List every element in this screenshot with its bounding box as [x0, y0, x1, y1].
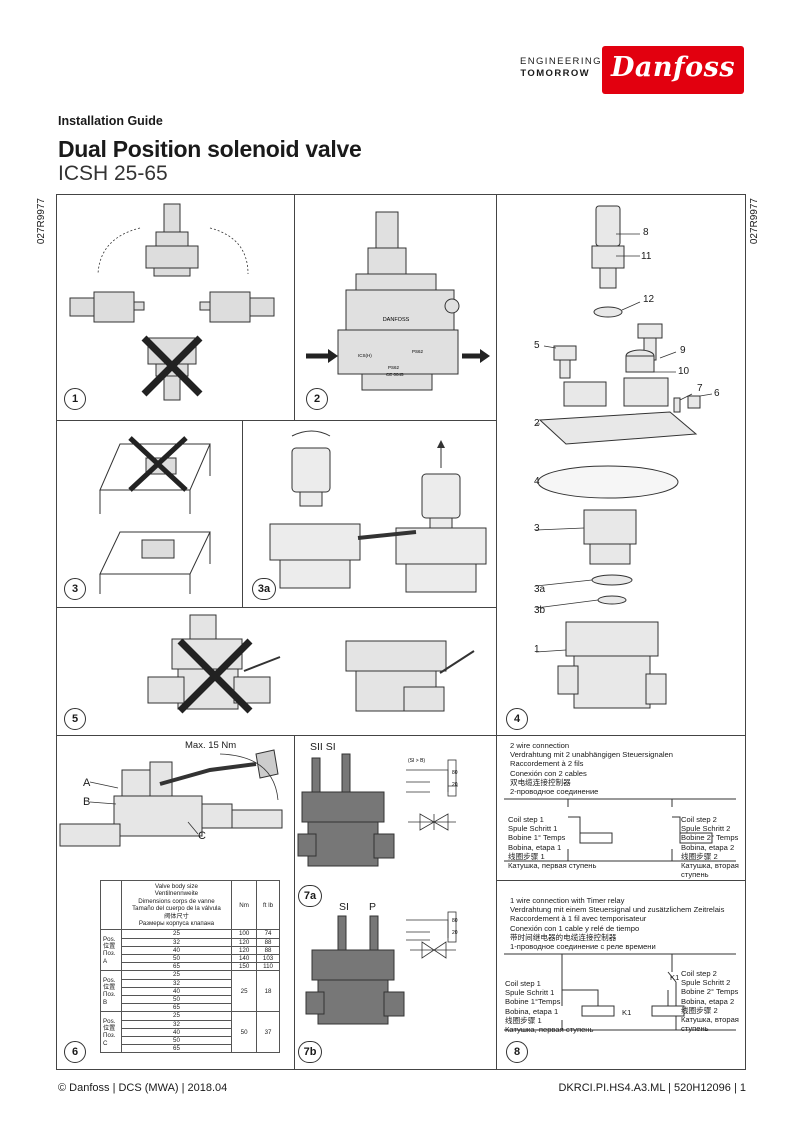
- figure-frame: [56, 194, 746, 1070]
- danfoss-logo: Danfoss: [602, 46, 744, 94]
- part-label: 8: [643, 227, 649, 238]
- flow-direction-illustration: DANFOSS ICS(H) PS62 PS62 CE 0045: [306, 211, 490, 391]
- ce-mark: CE 0045: [386, 372, 404, 377]
- symbol-value-b: 20: [452, 782, 458, 788]
- symbol-value-b2: 20: [452, 930, 458, 936]
- grid-line: [56, 420, 497, 421]
- tagline-line1: ENGINEERING: [520, 56, 602, 67]
- module-label-sii-si: SII SI: [310, 741, 336, 753]
- grid-line: [56, 607, 497, 608]
- panel-number-2: 2: [306, 388, 328, 410]
- part-label: 3b: [534, 605, 546, 616]
- port-mark-c: PS62: [388, 365, 400, 370]
- valve-bottom-illustration: 80 20: [305, 911, 458, 1025]
- part-label: 4: [534, 476, 540, 487]
- part-label: 7: [697, 383, 703, 394]
- top-cover-removal-illustration: [269, 430, 487, 593]
- grid-line: [242, 420, 243, 607]
- logo-text: Danfoss: [610, 52, 736, 83]
- torque-illustration: [59, 749, 283, 847]
- symbol-value-a2: 80: [452, 918, 458, 924]
- part-label: 9: [680, 345, 686, 356]
- part-label: 5: [534, 340, 540, 351]
- relay-label-inline: K1: [622, 1008, 632, 1017]
- relay-label: K1: [670, 973, 680, 982]
- grid-line: [496, 194, 497, 1070]
- footer-copyright: © Danfoss | DCS (MWA) | 2018.04: [58, 1082, 228, 1094]
- panel-number-7b: 7b: [298, 1041, 322, 1063]
- part-label: 10: [678, 366, 690, 377]
- orientation-illustration: [69, 203, 275, 401]
- mounting-surface-illustration: [99, 436, 211, 594]
- grid-line: [56, 735, 746, 736]
- point-label-a: A: [83, 777, 91, 789]
- part-label: 1: [534, 644, 540, 655]
- valve-brand-mark: DANFOSS: [383, 317, 410, 323]
- side-code-right: 027R9977: [749, 198, 760, 245]
- panel-number-8: 8: [506, 1041, 528, 1063]
- tagline-line2: TOMORROW: [520, 68, 590, 79]
- part-label: 2: [534, 418, 540, 429]
- grid-line: [294, 735, 295, 1070]
- panel-number-3a: 3a: [252, 578, 276, 600]
- panel-number-1: 1: [64, 388, 86, 410]
- module-label-p: P: [369, 901, 377, 913]
- valve-top-illustration: (SI > B) 80 20: [297, 753, 458, 867]
- table-header-nm: Nm: [231, 879, 258, 931]
- grid-line: [294, 194, 295, 421]
- module-label-si: SI: [339, 901, 349, 913]
- part-label: 6: [714, 388, 720, 399]
- grid-line: [496, 880, 746, 881]
- panel-number-3: 3: [64, 578, 86, 600]
- panel-number-7a: 7a: [298, 885, 322, 907]
- panel-number-5: 5: [64, 708, 86, 730]
- footer-doc-code: DKRCI.PI.HS4.A3.ML | 520H12096 | 1: [558, 1082, 746, 1094]
- port-mark-b: PS62: [412, 349, 424, 354]
- symbol-top-text: (SI > B): [408, 758, 425, 764]
- part-label: 3: [534, 523, 540, 534]
- symbol-value-a: 80: [452, 770, 458, 776]
- port-mark-a: ICS(H): [358, 353, 372, 358]
- table-header-ftlb: ft lb: [256, 879, 280, 931]
- welding-illustration: [147, 614, 475, 714]
- one-wire-diagram: [504, 953, 736, 1031]
- exploded-view-illustration: [535, 205, 713, 709]
- max-torque-label: Max. 15 Nm: [185, 740, 237, 751]
- doc-type-label: Installation Guide: [58, 114, 163, 128]
- panel-number-6: 6: [64, 1041, 86, 1063]
- part-label: 3a: [534, 584, 546, 595]
- panel-number-4: 4: [506, 708, 528, 730]
- page-subtitle: ICSH 25-65: [58, 162, 168, 185]
- point-label-b: B: [83, 796, 91, 808]
- part-label: 12: [643, 294, 655, 305]
- part-label: 11: [641, 251, 652, 262]
- two-wire-diagram: [504, 798, 736, 862]
- point-label-c: C: [198, 830, 206, 842]
- side-code-left: 027R9977: [36, 198, 47, 245]
- brand-tagline: ENGINEERING TOMORROW: [520, 56, 602, 80]
- page-title: Dual Position solenoid valve: [58, 136, 362, 162]
